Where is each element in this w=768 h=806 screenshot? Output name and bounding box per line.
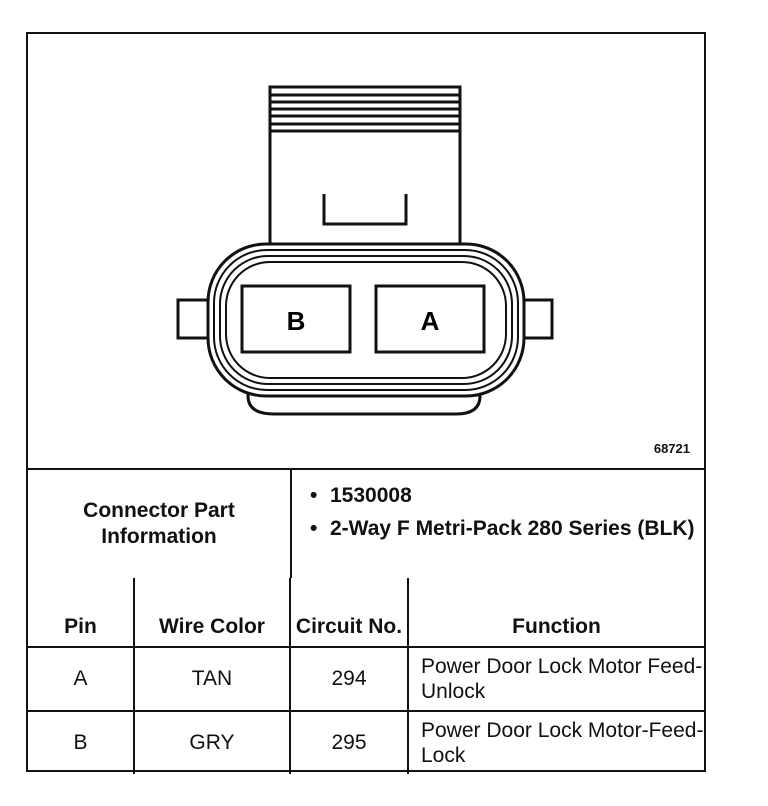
header-wire-color: Wire Color (133, 578, 291, 648)
part-number: 1530008 (330, 484, 412, 507)
header-circuit: Circuit No. (289, 578, 409, 648)
wire-color-cell: GRY (133, 710, 291, 774)
circuit-cell: 294 (289, 646, 409, 712)
connector-description: 2-Way F Metri-Pack 280 Series (BLK) (330, 517, 695, 540)
figure-number: 68721 (653, 441, 690, 456)
bullet-icon: • (310, 517, 318, 540)
table-row: A TAN 294 Power Door Lock Motor Feed-Unl… (28, 646, 704, 712)
connector-info-label: Connector Part Information (28, 470, 292, 578)
connector-info-sheet: B A 68721 Connector Part Information • 1… (26, 32, 706, 774)
wire-color-cell: TAN (133, 646, 291, 712)
pin-table: Pin Wire Color Circuit No. Function A TA… (28, 578, 704, 774)
function-cell: Power Door Lock Motor-Feed-Lock (407, 710, 704, 774)
cavity-a-label: A (421, 306, 440, 336)
table-row: B GRY 295 Power Door Lock Motor-Feed-Loc… (28, 710, 704, 774)
pin-cell: A (28, 646, 135, 712)
connector-info-row: Connector Part Information • 1530008 • 2… (28, 468, 704, 578)
table-header-row: Pin Wire Color Circuit No. Function (28, 578, 704, 648)
header-pin: Pin (28, 578, 135, 648)
pin-cell: B (28, 710, 135, 774)
cavity-b-label: B (287, 306, 306, 336)
connector-diagram: B A 68721 (28, 34, 704, 468)
connector-info-item: • 2-Way F Metri-Pack 280 Series (BLK) (310, 517, 702, 541)
header-function: Function (407, 578, 704, 648)
bullet-icon: • (310, 484, 318, 507)
function-cell: Power Door Lock Motor Feed-Unlock (407, 646, 704, 712)
circuit-cell: 295 (289, 710, 409, 774)
connector-info-item: • 1530008 (310, 484, 702, 508)
connector-drawing: B A (176, 85, 554, 416)
connector-info-list: • 1530008 • 2-Way F Metri-Pack 280 Serie… (292, 470, 702, 578)
